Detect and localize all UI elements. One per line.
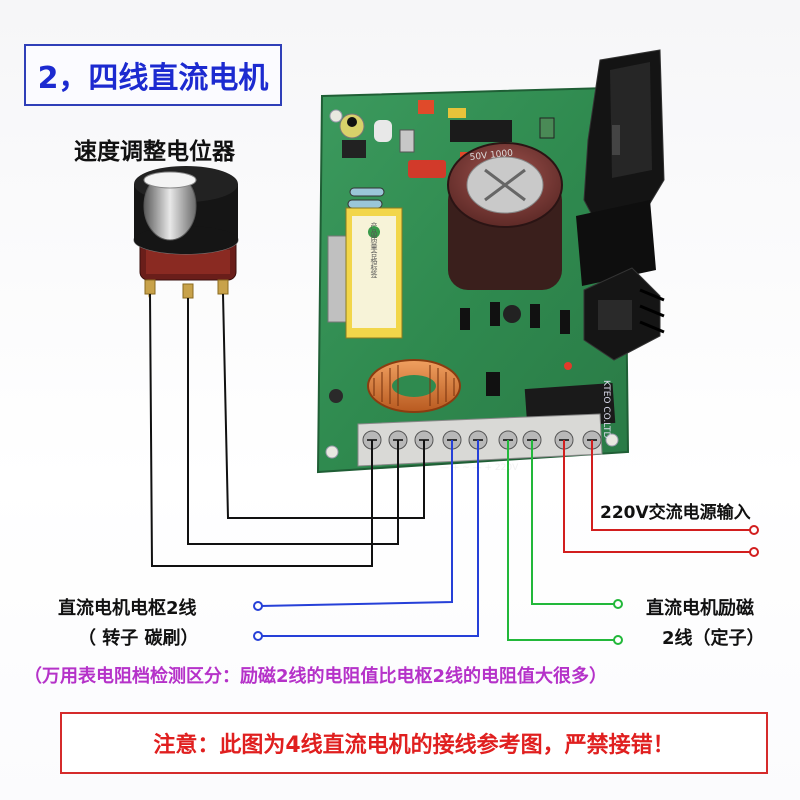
armature-wire-2 — [260, 440, 479, 637]
terminal-block: — + ~ — + 220V — [357, 413, 603, 473]
field-wires — [507, 440, 623, 645]
pot-wires — [149, 293, 425, 567]
armature-wire-1 — [259, 440, 453, 607]
heat-sink-large — [576, 49, 665, 286]
toroid-inductor — [367, 359, 461, 413]
terminal-markings: — + ~ — + 220V — [440, 463, 519, 473]
field-label-line2: 2线（定子） — [662, 628, 765, 649]
armature-wires — [253, 440, 479, 641]
field-wire-2 — [531, 440, 616, 605]
armature-label-line1: 直流电机电枢2线 — [58, 598, 197, 619]
transformer-label: 产品质量合格标签 — [370, 221, 378, 278]
ac-wire-2 — [591, 440, 752, 531]
potentiometer-label: 速度调整电位器 — [74, 139, 235, 165]
page-title: 2，四线直流电机 — [24, 44, 282, 106]
multimeter-note: （万用表电阻档检测区分：励磁2线的电阻值比电枢2线的电阻值大很多） — [24, 666, 608, 687]
warning-box: 注意：此图为4线直流电机的接线参考图，严禁接错！ — [60, 712, 768, 774]
pcb-board: 50V 1000 产品质量合格标签 — [316, 49, 665, 474]
pot-wire-right — [222, 293, 425, 519]
field-label-line1: 直流电机励磁 — [646, 598, 754, 619]
pot-wire-left — [149, 293, 373, 567]
speed-potentiometer — [133, 166, 239, 299]
capacitor-marking: 50V 1000 — [469, 148, 513, 163]
pcb-brand: KTEO CO.LTD — [601, 380, 611, 438]
armature-label-line2: （ 转子 碳刷） — [78, 628, 199, 649]
field-wire-1 — [507, 440, 616, 641]
pot-wire-middle — [187, 298, 399, 545]
electrolytic-capacitor: 50V 1000 — [447, 142, 563, 290]
ac-wire-1 — [563, 440, 752, 553]
ac-input-label: 220V交流电源输入 — [600, 503, 751, 523]
heat-sink-small — [583, 267, 665, 361]
ac-wires — [563, 440, 759, 557]
transformer: 产品质量合格标签 — [327, 207, 403, 339]
